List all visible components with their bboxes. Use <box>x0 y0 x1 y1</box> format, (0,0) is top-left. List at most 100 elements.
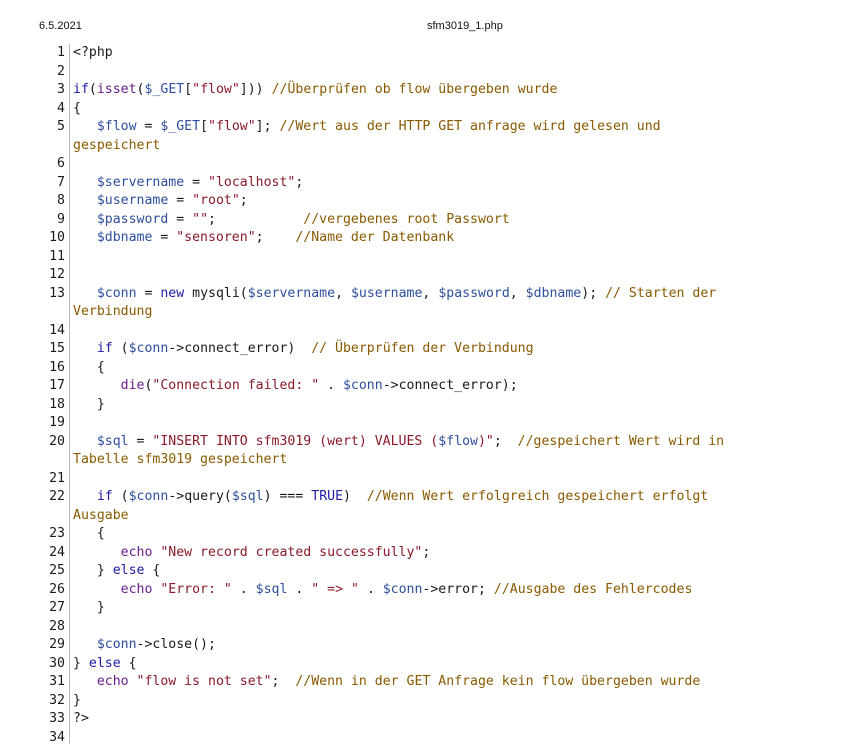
line-number: 10 <box>0 229 65 248</box>
code-text: Tabelle sfm3019 gespeichert <box>73 451 287 470</box>
code-token-plain: , <box>422 286 438 301</box>
code-line: 17 die("Connection failed: " . $conn->co… <box>0 377 842 396</box>
line-number: 32 <box>0 692 65 711</box>
code-token-plain <box>73 341 97 356</box>
code-token-string: "localhost" <box>208 175 295 190</box>
code-token-comment: //Wenn Wert erfolgreich gespeichert erfo… <box>367 489 708 504</box>
code-token-plain <box>73 674 97 689</box>
code-line: 15 if ($conn->connect_error) // Überprüf… <box>0 340 842 359</box>
code-token-plain: . <box>319 378 343 393</box>
code-token-comment: // Überprüfen der Verbindung <box>311 341 533 356</box>
code-token-plain: ; <box>208 212 303 227</box>
code-token-plain: ; <box>295 175 303 190</box>
code-line: 25 } else { <box>0 562 842 581</box>
code-token-string: "Error: " <box>160 582 231 597</box>
line-number: 29 <box>0 636 65 655</box>
code-token-string: "" <box>192 212 208 227</box>
line-number: 15 <box>0 340 65 359</box>
code-token-variable: $flow <box>438 434 478 449</box>
code-token-keyword: else <box>113 563 145 578</box>
code-token-plain: ->query( <box>168 489 232 504</box>
line-number: 9 <box>0 211 65 230</box>
line-number: 17 <box>0 377 65 396</box>
code-token-plain <box>73 286 97 301</box>
code-text: if ($conn->query($sql) === TRUE) //Wenn … <box>73 488 708 507</box>
code-token-plain <box>73 175 97 190</box>
code-token-comment: //vergebenes root Passwort <box>303 212 509 227</box>
code-line: 12 <box>0 266 842 285</box>
code-line: gespeichert <box>0 137 842 156</box>
code-token-plain: { <box>73 526 105 541</box>
code-text: Verbindung <box>73 303 152 322</box>
code-token-plain <box>73 582 121 597</box>
code-line: 8 $username = "root"; <box>0 192 842 211</box>
code-token-comment: //Überprüfen ob flow übergeben wurde <box>272 82 558 97</box>
code-token-string: "flow is not set" <box>137 674 272 689</box>
code-line: 31 echo "flow is not set"; //Wenn in der… <box>0 673 842 692</box>
code-token-plain: ; <box>494 434 518 449</box>
code-token-variable: $sql <box>232 489 264 504</box>
line-number: 4 <box>0 100 65 119</box>
code-token-keyword: if <box>97 489 113 504</box>
code-token-plain: ; <box>256 230 296 245</box>
code-token-plain: = <box>137 119 161 134</box>
code-line: 21 <box>0 470 842 489</box>
code-line: Ausgabe <box>0 507 842 526</box>
code-token-comment: Tabelle sfm3019 gespeichert <box>73 452 287 467</box>
code-token-plain <box>73 193 97 208</box>
code-line: 4{ <box>0 100 842 119</box>
code-token-plain: ( <box>89 82 97 97</box>
code-token-variable: $flow <box>97 119 137 134</box>
page-header: 6.5.2021 sfm3019_1.php <box>0 20 842 36</box>
code-line: 34 <box>0 729 842 747</box>
line-number: 1 <box>0 44 65 63</box>
code-token-function: isset <box>97 82 137 97</box>
line-number: 22 <box>0 488 65 507</box>
code-token-plain: ->connect_error); <box>383 378 518 393</box>
line-number: 6 <box>0 155 65 174</box>
code-line: 9 $password = ""; //vergebenes root Pass… <box>0 211 842 230</box>
code-token-variable: $password <box>438 286 509 301</box>
code-token-keyword: new <box>160 286 184 301</box>
code-token-plain: ( <box>113 341 129 356</box>
line-number: 12 <box>0 266 65 285</box>
code-token-keyword: TRUE <box>311 489 343 504</box>
code-token-variable: $servername <box>248 286 335 301</box>
code-token-plain <box>73 119 97 134</box>
line-number: 16 <box>0 359 65 378</box>
code-token-plain: . <box>232 582 256 597</box>
code-token-variable: $conn <box>343 378 383 393</box>
line-number: 5 <box>0 118 65 137</box>
code-token-variable: $sql <box>256 582 288 597</box>
code-token-plain: <?php <box>73 45 113 60</box>
code-token-keyword: if <box>73 82 89 97</box>
code-token-variable: $sql <box>97 434 129 449</box>
code-token-comment: //gespeichert Wert wird in <box>518 434 724 449</box>
code-line: 11 <box>0 248 842 267</box>
code-text: Ausgabe <box>73 507 129 526</box>
code-line: 19 <box>0 414 842 433</box>
code-token-plain: . <box>287 582 311 597</box>
line-number: 25 <box>0 562 65 581</box>
code-text: echo "Error: " . $sql . " => " . $conn->… <box>73 581 692 600</box>
code-text: if(isset($_GET["flow"])) //Überprüfen ob… <box>73 81 557 100</box>
code-token-variable: $_GET <box>160 119 200 134</box>
code-line: 22 if ($conn->query($sql) === TRUE) //We… <box>0 488 842 507</box>
code-token-plain: ->error; <box>422 582 493 597</box>
line-number: 20 <box>0 433 65 452</box>
line-number: 2 <box>0 63 65 82</box>
code-token-plain: mysqli( <box>184 286 248 301</box>
code-token-plain: . <box>359 582 383 597</box>
code-text: $conn = new mysqli($servername, $usernam… <box>73 285 716 304</box>
line-number: 28 <box>0 618 65 637</box>
code-text: } <box>73 599 105 618</box>
line-number: 18 <box>0 396 65 415</box>
code-token-comment: //Wenn in der GET Anfrage kein flow über… <box>295 674 700 689</box>
code-token-string: )" <box>478 434 494 449</box>
line-number: 30 <box>0 655 65 674</box>
code-token-plain: ->close(); <box>137 637 216 652</box>
line-number: 27 <box>0 599 65 618</box>
code-line: 2 <box>0 63 842 82</box>
code-text: } else { <box>73 655 137 674</box>
line-number: 26 <box>0 581 65 600</box>
